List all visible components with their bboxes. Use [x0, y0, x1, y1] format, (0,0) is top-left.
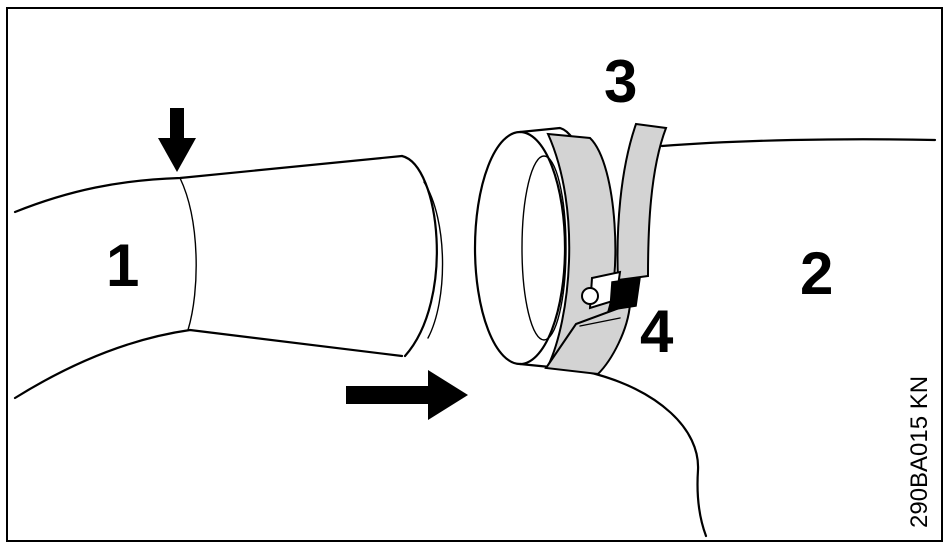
figure-frame: [6, 7, 943, 542]
label-part-4: 4: [640, 298, 674, 365]
hose-pipe-part-1: [13, 154, 444, 400]
clamp-strap: [616, 122, 668, 282]
arrow-down-icon: [158, 108, 196, 172]
label-part-3: 3: [604, 48, 637, 115]
arrow-right-icon: [346, 370, 468, 420]
figure-code: 290BA015 KN: [906, 376, 933, 528]
hose-clamp-part-3: [544, 122, 668, 376]
housing-part-2: [586, 138, 937, 538]
label-part-2: 2: [800, 240, 833, 307]
label-part-1: 1: [106, 232, 139, 299]
clamp-buckle-part-4: [579, 270, 641, 327]
